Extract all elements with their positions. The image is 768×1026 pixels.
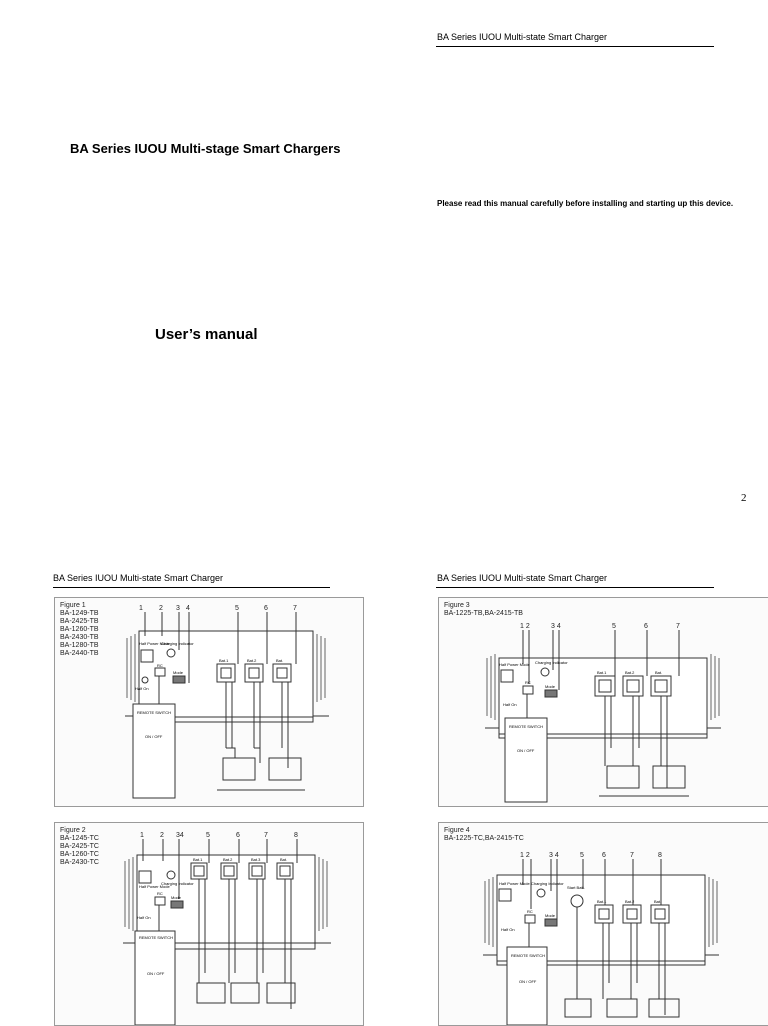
figure-1-caption-rc: RC xyxy=(157,663,163,668)
figure-3-caption-remote: REMOTE SWITCH xyxy=(509,724,543,729)
figure-4-caption-charging: Charging Indicator xyxy=(531,881,564,886)
figure-4-caption-mode: Mode xyxy=(545,913,556,918)
figure-1-caption-bat2: Bat.2 xyxy=(247,658,257,663)
figure-2-caption-bat3: Bat.3 xyxy=(251,857,261,862)
figure-4-caption-onoff: ON / OFF xyxy=(519,979,537,984)
figure-4-diagram xyxy=(483,859,719,1025)
figure-3-label: Figure 3 BA-1225-TB,BA-2415-TB xyxy=(444,602,523,617)
figure-1-callout-7: 7 xyxy=(293,605,297,612)
document-title: BA Series IUOU Multi-stage Smart Charger… xyxy=(70,141,341,156)
figure-3-caption-bat1: Bat.1 xyxy=(597,670,607,675)
figure-1-caption-half-on: Half On xyxy=(135,686,149,691)
figure-2-callout-8: 8 xyxy=(294,832,298,839)
figure-1-callout-1: 1 xyxy=(139,605,143,612)
figure-2-caption-half-power: Half Power Mode xyxy=(139,884,170,889)
figure-4-caption-bat: Bat. xyxy=(654,899,662,904)
running-header-left: BA Series IUOU Multi-state Smart Charger xyxy=(53,573,224,583)
figure-3-caption-rc: RC xyxy=(525,680,531,685)
figure-4-caption-bat1: Bat.1 xyxy=(597,899,607,904)
figure-3-caption-mode: Mode xyxy=(545,684,556,689)
header-rule xyxy=(436,46,714,47)
figure-3-callout-6: 6 xyxy=(644,623,648,630)
figure-2-caption-bat: Bat. xyxy=(280,857,288,862)
figure-4-caption-rc: RC xyxy=(527,909,533,914)
figure-4-callout-6: 6 xyxy=(602,852,606,859)
figure-1-caption-bat1: Bat.1 xyxy=(219,658,229,663)
figure-4-callout-5: 5 xyxy=(580,852,584,859)
figure-2-caption-onoff: ON / OFF xyxy=(147,971,165,976)
header-rule-left xyxy=(53,587,330,588)
figure-1-diagram xyxy=(125,612,329,799)
running-header: BA Series IUOU Multi-state Smart Charger xyxy=(437,32,608,42)
manual-notice: Please read this manual carefully before… xyxy=(437,199,734,208)
figure-1-label: Figure 1 BA-1249-TB BA-2425-TB BA-1260-T… xyxy=(60,602,99,657)
figure-4-callout-34: 3 4 xyxy=(549,852,559,859)
figure-1-callout-5: 5 xyxy=(235,605,239,612)
figure-3-caption-onoff: ON / OFF xyxy=(517,748,535,753)
figure-4-callout-7: 7 xyxy=(630,852,634,859)
figure-2: Figure 2 BA-1245-TC BA-2425-TC BA-1260-T… xyxy=(54,822,364,1026)
figure-1-caption-charging: Charging Indicator xyxy=(161,641,194,646)
page-number: 2 xyxy=(741,492,747,504)
figure-4-caption-bat2: Bat.2 xyxy=(625,899,635,904)
figure-2-callout-6: 6 xyxy=(236,832,240,839)
figure-3-caption-half-power: Half Power Mode xyxy=(499,662,530,667)
manual-subtitle: User’s manual xyxy=(155,326,258,343)
figure-4-caption-start-batt: Start Batt. xyxy=(567,885,585,890)
figure-2-diagram xyxy=(123,839,331,1025)
figure-2-caption-half-on: Half On xyxy=(137,915,151,920)
figure-4-caption-half-power: Half Power Mode xyxy=(499,881,530,886)
figure-2-callout-7: 7 xyxy=(264,832,268,839)
figure-2-caption-remote: REMOTE SWITCH xyxy=(139,935,173,940)
figure-3-caption-bat2: Bat.2 xyxy=(625,670,635,675)
figure-1-callout-2: 2 xyxy=(159,605,163,612)
figure-4-label: Figure 4 BA-1225-TC,BA-2415-TC xyxy=(444,827,524,842)
figure-2-caption-mode: Mode xyxy=(171,895,182,900)
figure-3-caption-charging: Charging Indicator xyxy=(535,660,568,665)
figure-2-callout-5: 5 xyxy=(206,832,210,839)
figure-2-callout-2: 2 xyxy=(160,832,164,839)
figure-3-caption-half-on: Half On xyxy=(503,702,517,707)
figure-4-callout-12: 1 2 xyxy=(520,852,530,859)
figure-4-callout-8: 8 xyxy=(658,852,662,859)
figure-2-caption-bat2: Bat.2 xyxy=(223,857,233,862)
figure-3-callout-5: 5 xyxy=(612,623,616,630)
figure-3-caption-bat: Bat. xyxy=(655,670,663,675)
figure-1-caption-half-power: Half Power Mode xyxy=(139,641,170,646)
figure-2-label: Figure 2 BA-1245-TC BA-2425-TC BA-1260-T… xyxy=(60,827,99,866)
figure-3-diagram xyxy=(485,630,721,803)
figure-4: Figure 4 BA-1225-TC,BA-2415-TC 1 2 3 4 5… xyxy=(438,822,768,1026)
figure-1-caption-onoff: ON / OFF xyxy=(145,734,163,739)
figure-3-callout-12: 1 2 xyxy=(520,623,530,630)
figure-2-caption-charging: Charging Indicator xyxy=(161,881,194,886)
figure-2-caption-rc: RC xyxy=(157,891,163,896)
header-rule-right xyxy=(436,587,714,588)
figure-2-callout-1: 1 xyxy=(140,832,144,839)
figure-1-caption-mode: Mode xyxy=(173,670,184,675)
figure-2-caption-bat1: Bat.1 xyxy=(193,857,203,862)
figure-3: Figure 3 BA-1225-TB,BA-2415-TB 1 2 3 4 5… xyxy=(438,597,768,807)
figure-4-caption-half-on: Half On xyxy=(501,927,515,932)
figure-1: Figure 1 BA-1249-TB BA-2425-TB BA-1260-T… xyxy=(54,597,364,807)
running-header-right: BA Series IUOU Multi-state Smart Charger xyxy=(437,573,608,583)
figure-1-caption-remote: REMOTE SWITCH xyxy=(137,710,171,715)
figure-2-callout-34: 34 xyxy=(176,832,184,839)
figure-4-caption-remote: REMOTE SWITCH xyxy=(511,953,545,958)
figure-1-caption-bat: Bat. xyxy=(276,658,284,663)
figure-3-callout-34: 3 4 xyxy=(551,623,561,630)
figure-1-callout-3: 3 xyxy=(176,605,180,612)
figure-3-callout-7: 7 xyxy=(676,623,680,630)
figure-1-callout-4: 4 xyxy=(186,605,190,612)
figure-1-callout-6: 6 xyxy=(264,605,268,612)
